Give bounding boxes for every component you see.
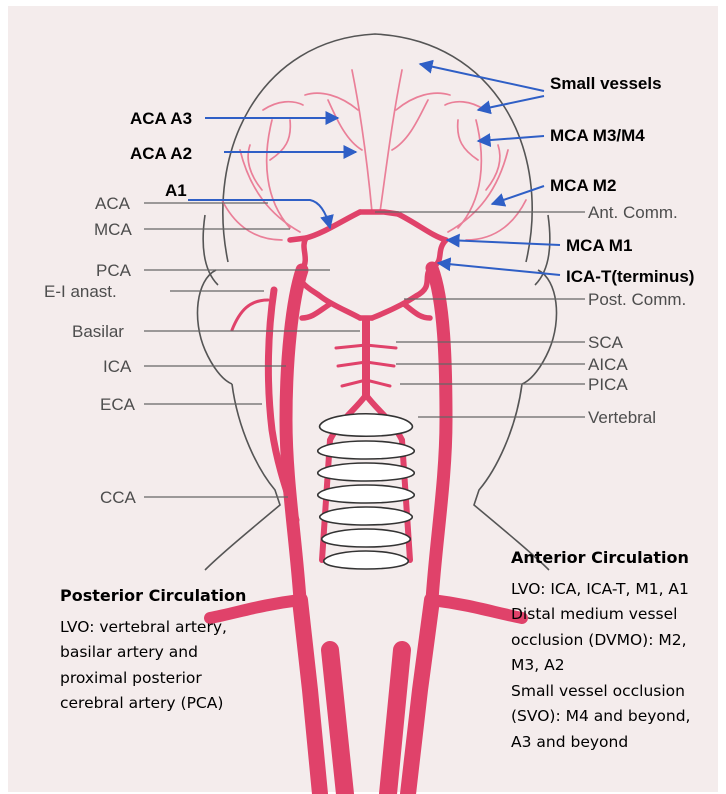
label-aca: ACA [95,194,131,213]
posterior-circulation-box: Posterior Circulation LVO: vertebral art… [60,583,260,717]
annotation-mca-m1: MCA M1 [566,236,632,255]
anterior-line: A3 and beyond [511,730,721,756]
annotation-aca-a2: ACA A2 [130,144,192,163]
anterior-line: occlusion (DVMO): M2, [511,628,721,654]
annotation-small-vessels: Small vessels [550,74,662,93]
posterior-line: cerebral artery (PCA) [60,691,260,717]
posterior-line: proximal posterior [60,666,260,692]
anterior-line: M3, A2 [511,653,721,679]
label-cca: CCA [100,488,137,507]
annotation-mca-m2: MCA M2 [550,176,616,195]
label-sca: SCA [588,333,624,352]
anterior-line: Distal medium vessel [511,602,721,628]
label-pica: PICA [588,375,628,394]
label-post-comm: Post. Comm. [588,290,686,309]
anterior-line: (SVO): M4 and beyond, [511,704,721,730]
label-ant-comm: Ant. Comm. [588,203,678,222]
anterior-line: LVO: ICA, ICA-T, M1, A1 [511,577,721,603]
annotation-mca-m3m4: MCA M3/M4 [550,126,645,145]
anterior-heading: Anterior Circulation [511,545,721,571]
posterior-line: basilar artery and [60,640,260,666]
posterior-heading: Posterior Circulation [60,583,260,609]
anterior-line: Small vessel occlusion [511,679,721,705]
label-aica: AICA [588,355,628,374]
anterior-circulation-box: Anterior Circulation LVO: ICA, ICA-T, M1… [511,545,721,755]
label-eca: ECA [100,395,136,414]
label-ei-anast: E-I anast. [44,282,117,301]
posterior-line: LVO: vertebral artery, [60,615,260,641]
annotation-a1: A1 [165,181,187,200]
label-mca: MCA [94,220,132,239]
label-ica: ICA [103,357,132,376]
annotation-ica-t: ICA-T(terminus) [566,267,694,286]
label-basilar: Basilar [72,322,124,341]
label-pca: PCA [96,261,132,280]
label-vertebral: Vertebral [588,408,656,427]
annotation-aca-a3: ACA A3 [130,109,192,128]
